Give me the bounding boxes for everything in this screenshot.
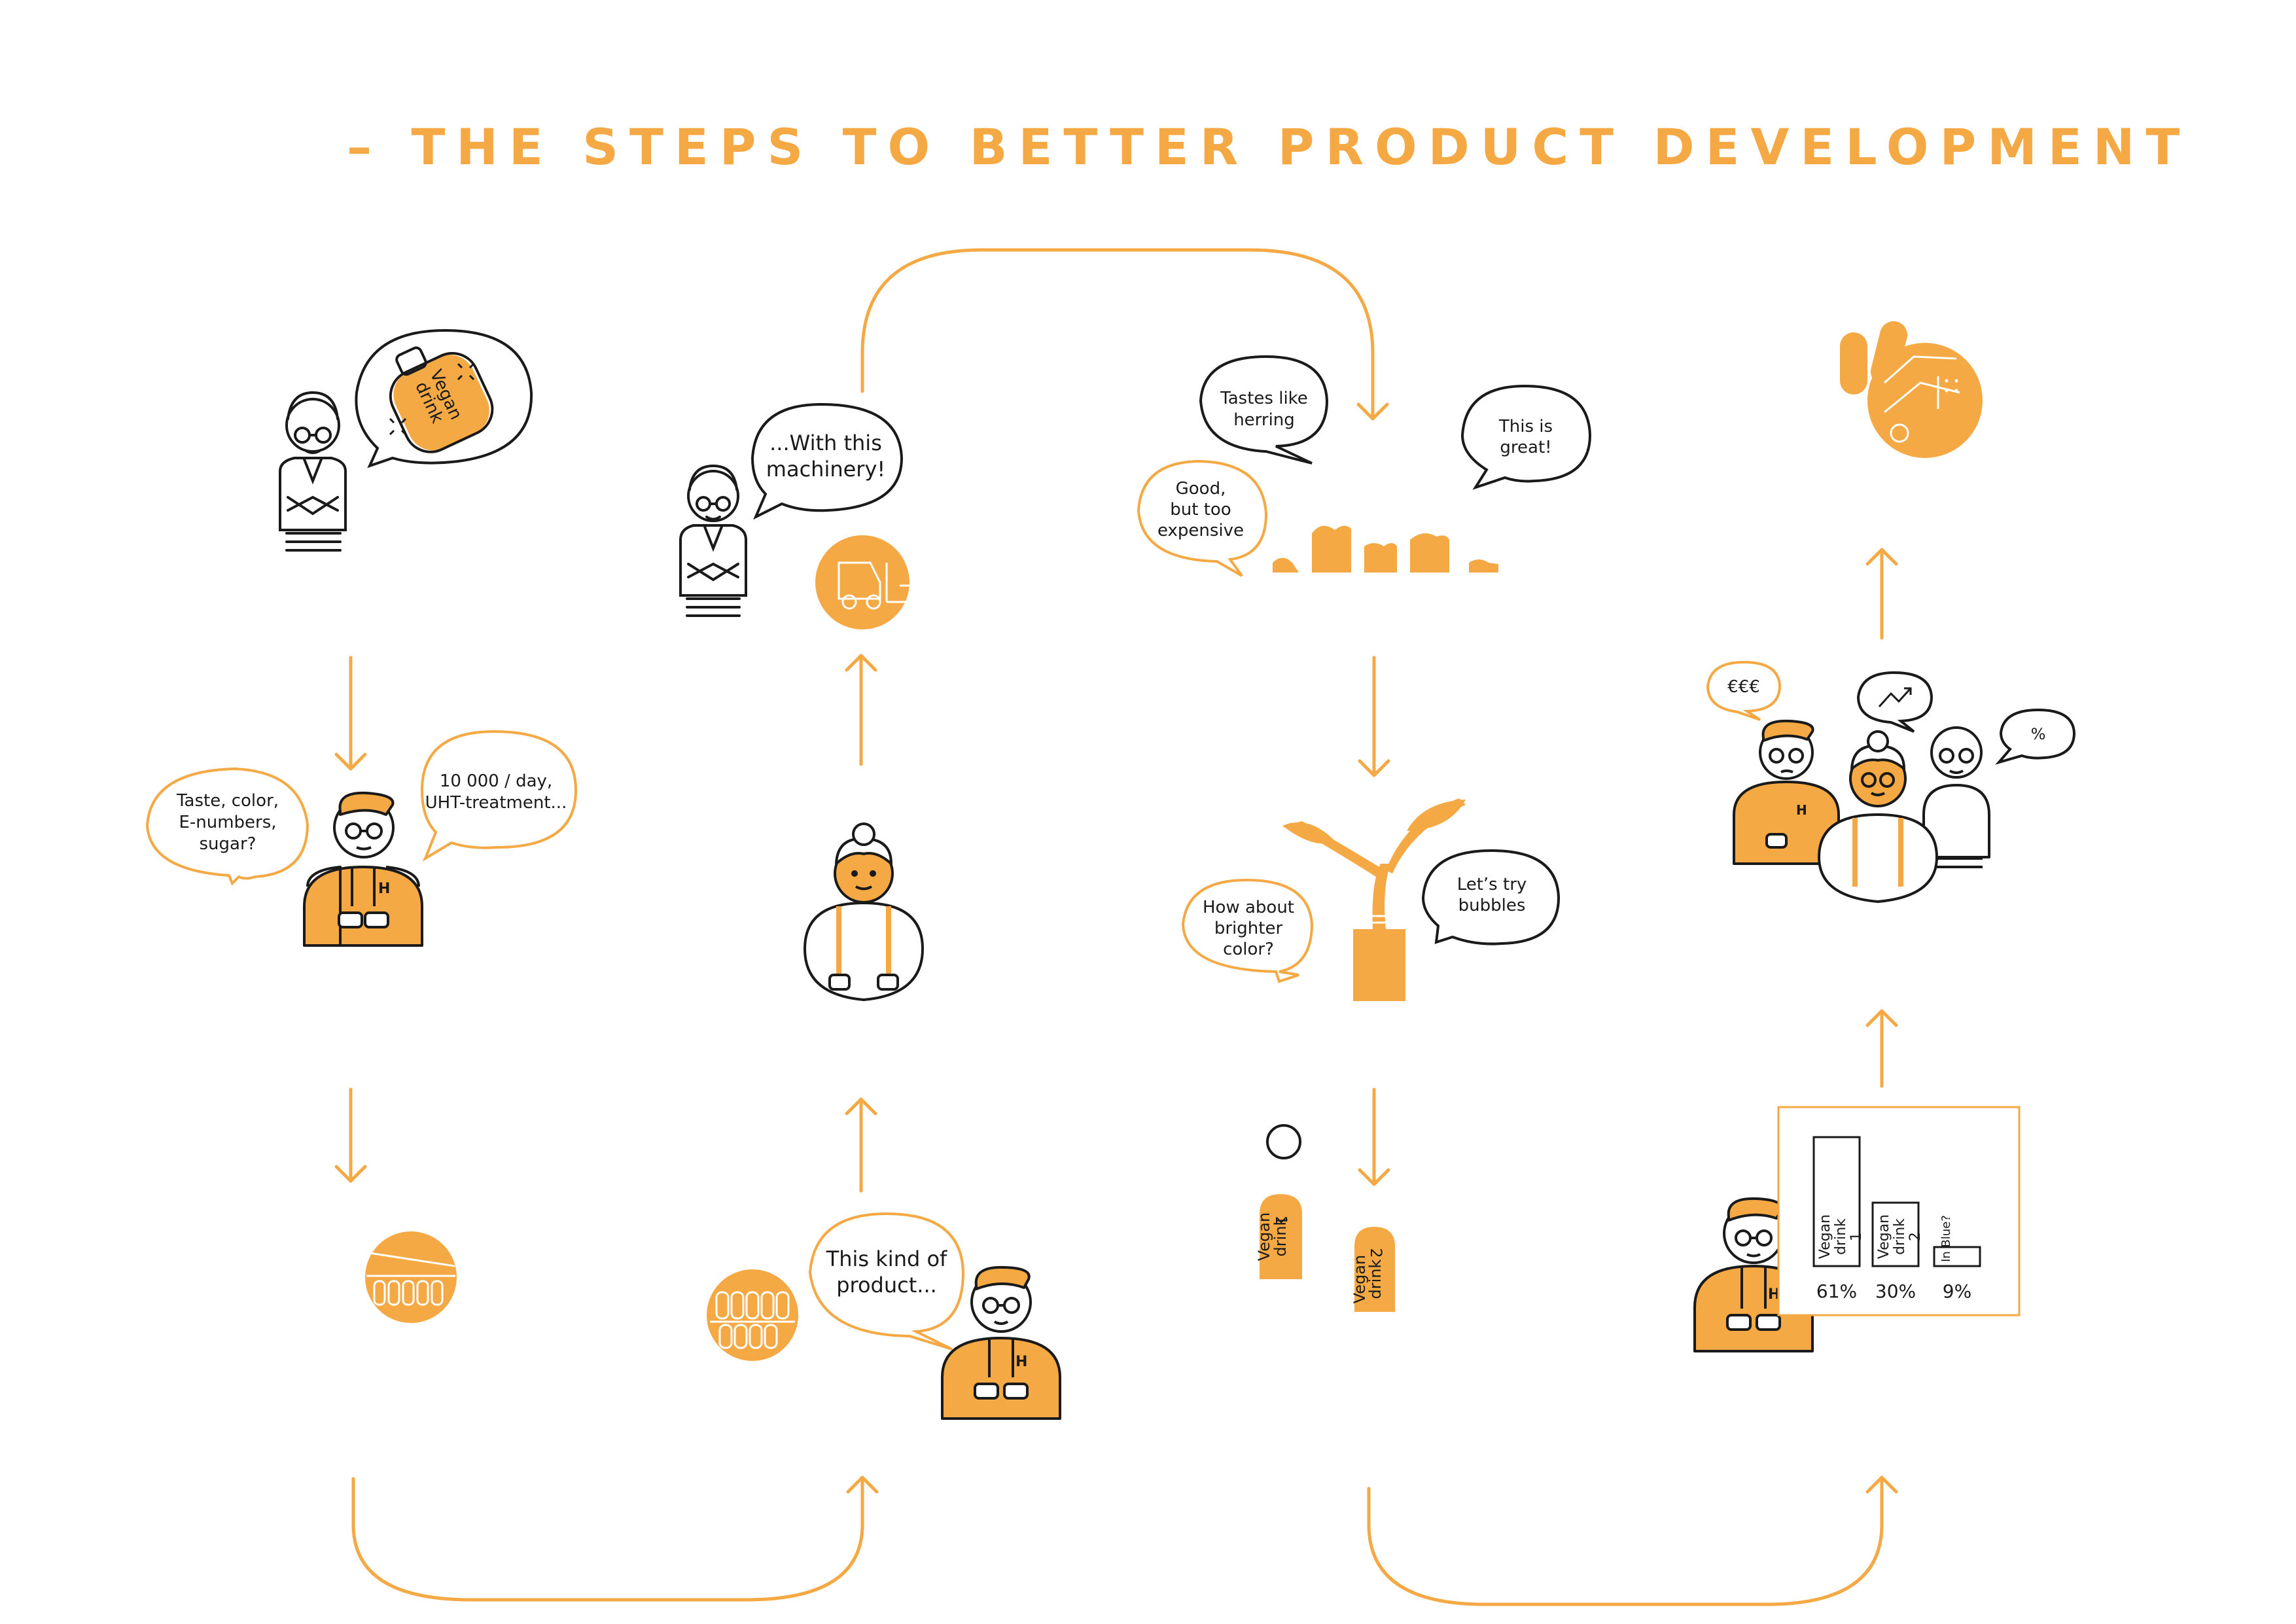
sample-1-line-2: drink — [1271, 1216, 1290, 1256]
great-speech-bubble: This is great! — [1460, 384, 1592, 490]
vegan-bottle-icon: Vegan drink — [389, 346, 494, 453]
chart-category-label: Vegan — [1876, 1214, 1892, 1259]
this-kind-speech-bubble: This kind of product... — [808, 1212, 965, 1350]
expensive-line-3: expensive — [1157, 521, 1244, 540]
taste-line-1: Taste, color, — [176, 791, 279, 811]
taste-speech-bubble: Taste, color, E-numbers, sugar? — [145, 767, 309, 886]
percent-text: % — [2031, 725, 2046, 743]
consultant-figure-2: H — [941, 1265, 1061, 1420]
bubbles-line-1: Let’s try — [1457, 875, 1527, 894]
vegan-bottle-thought-bubble: Vegan drink — [355, 328, 533, 468]
machinery-line-1: ...With this — [769, 431, 882, 455]
chart-bar — [1933, 1246, 1981, 1267]
sample-2-line-3: 2 — [1367, 1248, 1385, 1258]
team-figures: H — [1733, 719, 1990, 903]
sprout-icon — [1282, 798, 1466, 1001]
herring-speech-bubble: Tastes like herring — [1199, 355, 1329, 465]
arrow-u-bottom-right — [1367, 1475, 1884, 1606]
arrow-down-3 — [1358, 656, 1390, 777]
chart-category-label: In Blue? — [1939, 1215, 1953, 1262]
chart-category-label: drink — [1833, 1218, 1849, 1255]
brighter-speech-bubble: How about brighter color? — [1181, 878, 1314, 983]
chart-bar — [1812, 1136, 1861, 1267]
svg-text:H: H — [1796, 802, 1807, 818]
chart-category-label: 2 — [1907, 1232, 1924, 1241]
this-kind-line-1: This kind of — [826, 1246, 947, 1271]
arrow-u-bottom-left-head — [846, 1475, 879, 1494]
trend-up-icon — [1878, 687, 1912, 708]
herring-line-2: herring — [1233, 410, 1295, 430]
svg-text:H: H — [1768, 1286, 1780, 1303]
percent-speech-bubble: % — [1995, 708, 2076, 765]
brighter-line-3: color? — [1223, 940, 1274, 959]
arrow-down-1 — [334, 656, 367, 771]
sample-1-line-1: Vegan — [1255, 1212, 1273, 1261]
sparkle-icon — [389, 362, 475, 436]
chart-category-label: Vegan — [1817, 1214, 1833, 1259]
chart-value-label: 30% — [1875, 1280, 1916, 1302]
client-figure — [279, 391, 347, 552]
arrow-u-top-head — [1356, 402, 1389, 421]
uht-line-1: 10 000 / day, — [440, 771, 552, 791]
expensive-line-1: Good, — [1176, 479, 1226, 499]
chart-value-label: 9% — [1943, 1280, 1971, 1302]
arrow-up-1 — [845, 1097, 877, 1193]
chart-category-label: 1 — [1848, 1232, 1865, 1241]
expensive-speech-bubble: Good, but too expensive — [1137, 459, 1268, 577]
this-kind-line-2: product... — [836, 1273, 937, 1297]
forklift-icon — [815, 535, 913, 629]
machinery-speech-bubble: ...With this machinery! — [751, 402, 904, 520]
victory-hand-icon — [1840, 321, 1983, 458]
trend-speech-bubble — [1856, 671, 1934, 733]
arrow-down-2 — [334, 1087, 367, 1183]
arrow-u-top — [860, 248, 1375, 421]
euro-text: €€€ — [1727, 677, 1760, 697]
presenter-figure: H — [1693, 1197, 1814, 1352]
great-line-2: great! — [1500, 438, 1551, 457]
production-expert-figure — [804, 822, 924, 1001]
bubble-icon — [1266, 1124, 1301, 1159]
client-figure-2 — [679, 464, 747, 617]
chart-value-label: 61% — [1816, 1280, 1857, 1302]
consultant-figure-1: H — [303, 791, 423, 947]
svg-text:H: H — [378, 881, 390, 897]
brighter-line-2: brighter — [1214, 919, 1283, 938]
arrow-u-bottom-right-head — [1865, 1475, 1898, 1494]
tasting-panel-icon — [1273, 525, 1498, 573]
expensive-line-2: but too — [1170, 500, 1231, 520]
chart-category-label: drink — [1892, 1218, 1908, 1255]
bubbles-line-2: bubbles — [1458, 896, 1526, 915]
uht-line-2: UHT-treatment... — [425, 793, 567, 813]
machinery-line-2: machinery! — [766, 457, 885, 482]
arrow-up-2 — [845, 654, 877, 766]
arrow-up-4 — [1865, 548, 1898, 640]
sample-1-line-3: 1 — [1272, 1215, 1290, 1225]
uht-speech-bubble: 10 000 / day, UHT-treatment... — [420, 730, 578, 862]
euro-speech-bubble: €€€ — [1706, 660, 1782, 721]
herring-line-1: Tastes like — [1220, 389, 1308, 408]
taste-line-3: sugar? — [200, 834, 256, 854]
brighter-line-1: How about — [1203, 898, 1294, 917]
great-line-1: This is — [1498, 417, 1553, 436]
production-line-icon — [365, 1231, 457, 1323]
arrow-u-bottom-left — [351, 1475, 864, 1602]
sample-1: Vegan drink 1 — [1255, 1194, 1302, 1279]
arrow-down-4 — [1358, 1087, 1390, 1186]
chart-bar — [1871, 1201, 1920, 1267]
sample-2: Vegan drink 2 — [1351, 1227, 1395, 1312]
sample-2-line-2: drink — [1366, 1259, 1385, 1299]
sample-2-line-1: Vegan — [1351, 1255, 1369, 1303]
arrow-up-3 — [1865, 1009, 1898, 1088]
page-title: – THE STEPS TO BETTER PRODUCT DEVELOPMEN… — [347, 118, 2191, 176]
bubbles-speech-bubble: Let’s try bubbles — [1421, 849, 1561, 945]
svg-text:H: H — [1016, 1354, 1027, 1370]
product-samples-icon — [707, 1269, 798, 1361]
taste-line-2: E-numbers, — [179, 813, 276, 832]
